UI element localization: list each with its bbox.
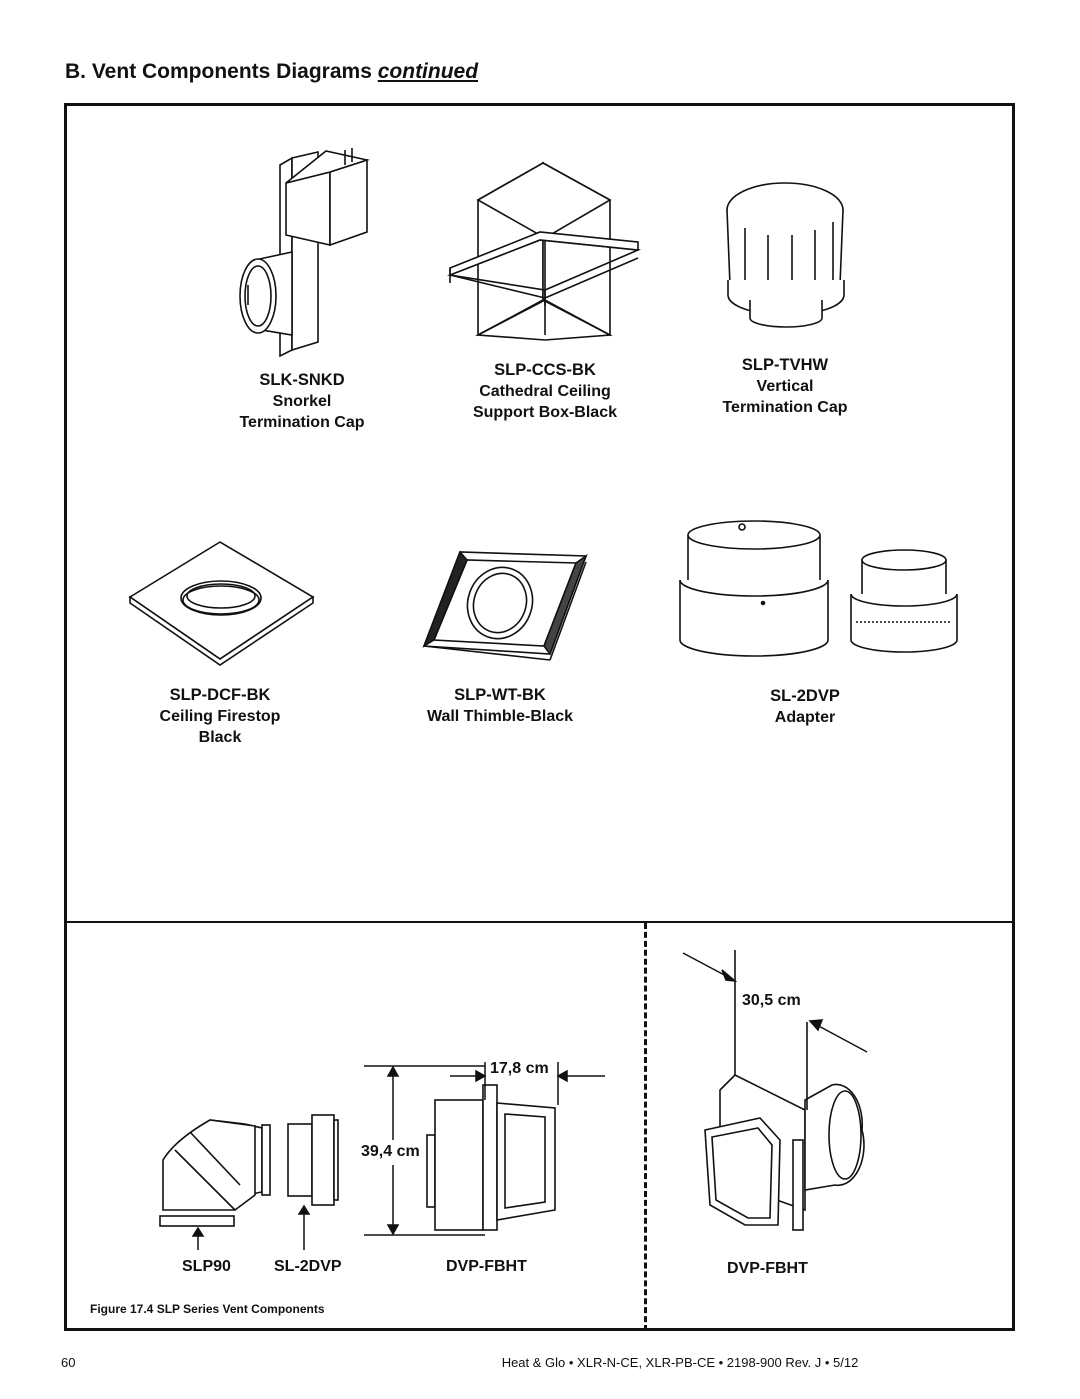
slk-snkd-code: SLK-SNKD xyxy=(259,371,345,389)
slp-dcf-bk-line1: Ceiling Firestop xyxy=(159,708,281,725)
slp-wt-bk-code: SLP-WT-BK xyxy=(454,686,546,704)
slp90-label: SLP90 xyxy=(182,1258,231,1275)
slk-snkd-label: SLK-SNKD Snorkel Termination Cap xyxy=(222,370,382,433)
slp-ccs-bk-line1: Cathedral Ceiling xyxy=(479,383,611,400)
sl-2dvp-bottom-label: SL-2DVP xyxy=(274,1258,342,1275)
dimension-height: 39,4 cm xyxy=(361,1143,420,1160)
sl-2dvp-code: SL-2DVP xyxy=(770,687,840,705)
slp-tvhw-line1: Vertical xyxy=(756,378,814,395)
sl-2dvp-label: SL-2DVP Adapter xyxy=(725,686,885,728)
slk-snkd-line2: Termination Cap xyxy=(239,414,365,431)
slk-snkd-line1: Snorkel xyxy=(272,393,332,410)
slp-tvhw-code: SLP-TVHW xyxy=(741,356,829,374)
slp-wt-bk-label: SLP-WT-BK Wall Thimble-Black xyxy=(405,685,595,727)
slp-tvhw-line2: Termination Cap xyxy=(722,399,848,416)
dimension-width: 17,8 cm xyxy=(490,1060,549,1077)
heading-italic: continued xyxy=(377,60,479,83)
slp-tvhw-label: SLP-TVHW Vertical Termination Cap xyxy=(695,355,875,418)
slp-wt-bk-line1: Wall Thimble-Black xyxy=(426,708,574,725)
figure-frame xyxy=(64,103,1015,1331)
slp-dcf-bk-label: SLP-DCF-BK Ceiling Firestop Black xyxy=(130,685,310,748)
footer-meta: Heat & Glo • XLR-N-CE, XLR-PB-CE • 2198-… xyxy=(501,1355,859,1370)
vertical-divider xyxy=(644,923,647,1331)
horizontal-divider xyxy=(67,921,1013,923)
dimension-right: 30,5 cm xyxy=(742,992,801,1009)
sl-2dvp-line1: Adapter xyxy=(774,709,836,726)
dvp-fbht-left-label: DVP-FBHT xyxy=(446,1258,527,1275)
slp-ccs-bk-label: SLP-CCS-BK Cathedral Ceiling Support Box… xyxy=(445,360,645,423)
figure-caption: Figure 17.4 SLP Series Vent Components xyxy=(90,1302,325,1316)
slp-dcf-bk-line2: Black xyxy=(198,729,242,746)
slp-ccs-bk-code: SLP-CCS-BK xyxy=(494,361,596,379)
slp-ccs-bk-line2: Support Box-Black xyxy=(472,404,617,421)
slp-dcf-bk-code: SLP-DCF-BK xyxy=(169,686,271,704)
dvp-fbht-right-label: DVP-FBHT xyxy=(727,1260,808,1277)
page-number: 60 xyxy=(61,1355,76,1370)
section-heading: B. Vent Components Diagrams continued xyxy=(65,60,479,83)
